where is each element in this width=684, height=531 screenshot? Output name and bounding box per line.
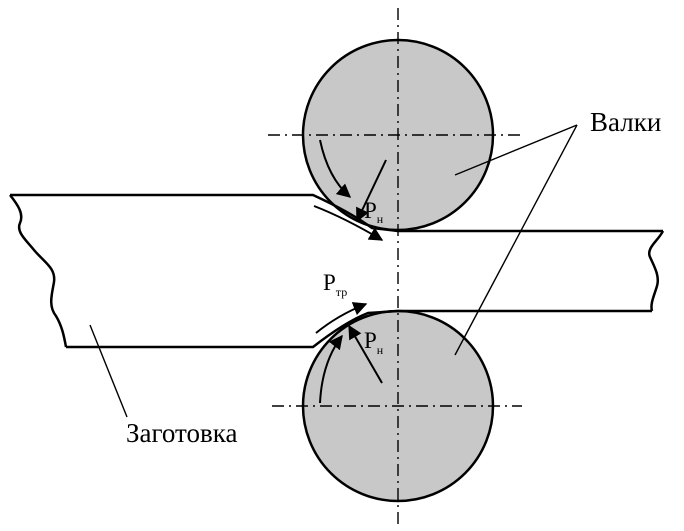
friction-arrow-bottom	[315, 302, 368, 334]
workpiece-bottom-edge	[66, 309, 652, 349]
normal-force-bottom-arrow	[348, 324, 383, 384]
normal-force-bottom-label: Pн	[364, 328, 384, 357]
rolls-label: Валки	[590, 107, 661, 137]
bottom-roll-rotation-arrow	[319, 334, 343, 404]
workpiece-label: Заготовка	[126, 418, 237, 448]
workpiece-right-break	[647, 230, 665, 312]
friction-force-label: Pтр	[323, 270, 347, 299]
normal-force-top-label: Pн	[364, 198, 384, 226]
top-roll-rotation-arrow	[319, 139, 352, 198]
friction-arrow-top	[313, 205, 384, 241]
workpiece-left-break	[9, 194, 68, 348]
normal-force-top-arrow	[356, 159, 387, 223]
center-lines	[268, 8, 522, 525]
leader-lines	[89, 124, 578, 418]
